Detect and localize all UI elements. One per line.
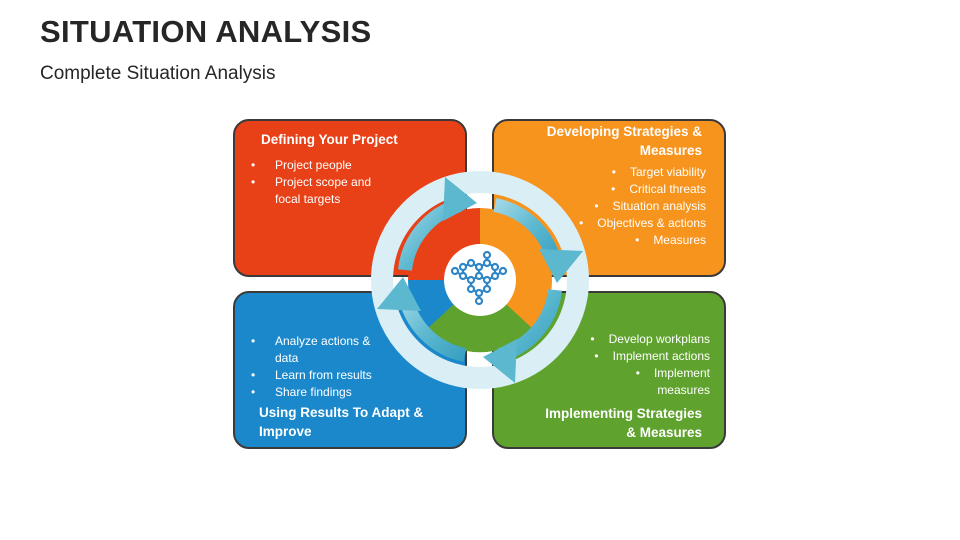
list-item: •Implement	[635, 366, 710, 380]
list-item: Share findings	[251, 384, 391, 401]
bullet-list: Project people Project scope and focal t…	[251, 157, 391, 208]
list-item: Learn from results	[251, 367, 391, 384]
list-item: •Objectives & actions	[579, 216, 706, 230]
list-item: •Develop workplans	[590, 332, 710, 346]
list-item: Project scope and	[251, 174, 391, 191]
arrow-head-icon	[443, 177, 477, 221]
quadrant-heading: Defining Your Project	[261, 132, 398, 147]
slide-title: SITUATION ANALYSIS	[40, 14, 372, 49]
cycle-diagram	[371, 171, 589, 389]
pie-slice-green	[427, 280, 533, 353]
list-item-continuation: data	[275, 351, 299, 365]
center-circle	[444, 244, 516, 316]
quadrant-heading: Developing Strategies & Measures	[546, 124, 702, 158]
molecule-network-icon	[450, 250, 508, 306]
list-item: •Implement actions	[594, 349, 710, 363]
slide-subtitle: Complete Situation Analysis	[40, 63, 276, 84]
list-item: Project people	[251, 157, 391, 174]
list-item-continuation: measures	[657, 383, 710, 397]
list-item: •Situation analysis	[594, 199, 706, 213]
list-item-continuation: focal targets	[275, 192, 341, 206]
bullet-list: •Develop workplans •Implement actions •I…	[520, 331, 710, 399]
list-item: •Target viability	[611, 165, 706, 179]
outer-ring	[371, 171, 589, 389]
arrow-head-icon	[377, 277, 421, 311]
list-item: •Critical threats	[611, 182, 706, 196]
quadrant-heading: Using Results To Adapt & Improve	[259, 405, 424, 439]
arrow-head-icon	[539, 249, 583, 283]
arrow-head-icon	[483, 339, 517, 383]
list-item: •Measures	[635, 233, 706, 247]
bullet-list: Analyze actions & data Learn from result…	[251, 333, 391, 401]
quadrant-heading: Implementing Strategies & Measures	[545, 406, 702, 440]
list-item: Analyze actions &	[251, 333, 391, 350]
bullet-list: •Target viability •Critical threats •Sit…	[506, 164, 706, 249]
arrow-heads	[377, 177, 583, 383]
